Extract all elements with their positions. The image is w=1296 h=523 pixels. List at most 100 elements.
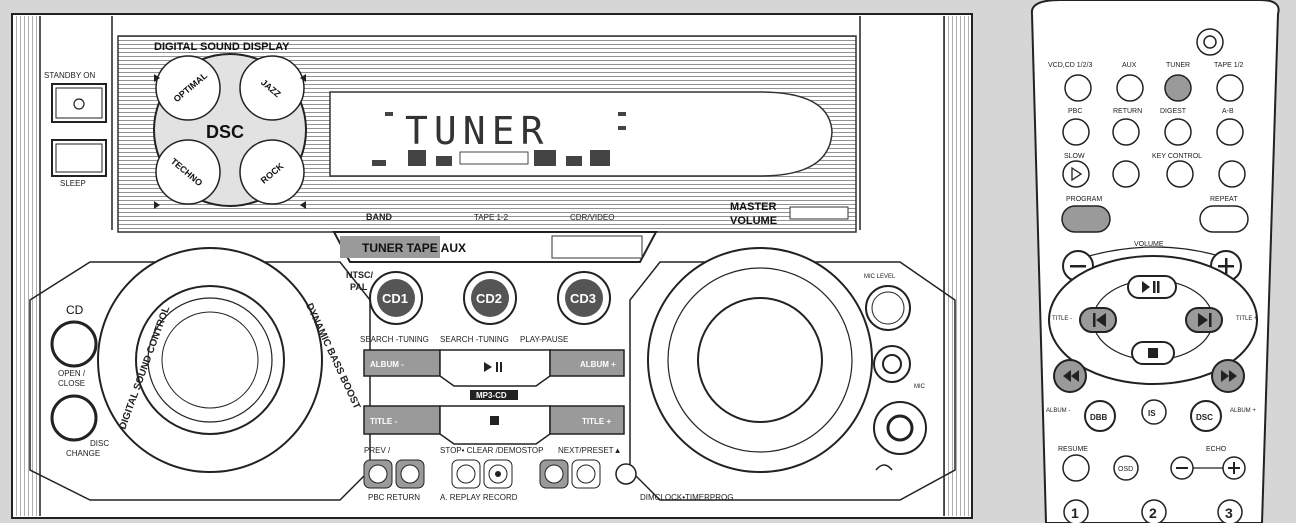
remote-program-button[interactable] xyxy=(1061,205,1111,233)
mic-level-label: MIC LEVEL xyxy=(864,274,896,280)
remote-slow-button[interactable] xyxy=(1062,160,1090,188)
headphone-icon xyxy=(875,464,893,471)
title-plus-label: TITLE + xyxy=(582,417,611,426)
remote-play-pause-button[interactable] xyxy=(1127,275,1177,299)
pbc-button[interactable] xyxy=(363,459,393,489)
cd-label: CD xyxy=(66,303,84,317)
album-plus-button[interactable] xyxy=(549,349,625,377)
remote-digit-3-label: 3 xyxy=(1225,505,1233,521)
plus-icon xyxy=(1218,258,1234,274)
remote-album-minus-label: ALBUM - xyxy=(1046,408,1070,414)
remote-dbb-label: DBB xyxy=(1090,413,1108,422)
remote-row1-label-3: TUNER xyxy=(1166,62,1190,69)
stop-icon xyxy=(490,416,499,425)
remote-aux-button[interactable] xyxy=(1116,74,1144,102)
dsc-techno-button[interactable] xyxy=(155,139,221,205)
replay-record-label: A. REPLAY RECORD xyxy=(440,493,518,502)
remote-row2-label-4: A-B xyxy=(1222,108,1234,115)
dsc-rock-button[interactable] xyxy=(239,139,305,205)
remote-echo-label: ECHO xyxy=(1206,446,1227,453)
remote-is-label: IS xyxy=(1148,409,1156,418)
digital-sound-control-knob[interactable] xyxy=(97,247,323,473)
remote-return-button[interactable] xyxy=(1112,118,1140,146)
play-pause-icon xyxy=(484,362,502,372)
clock-button[interactable] xyxy=(571,459,601,489)
open-close-button[interactable] xyxy=(50,320,98,368)
remote-repeat-button[interactable] xyxy=(1199,205,1249,233)
stop-clear-label: STOP• CLEAR /DEMOSTOP xyxy=(440,446,543,455)
title-plus-button[interactable] xyxy=(549,405,625,435)
remote-power-button[interactable] xyxy=(1196,28,1224,56)
remote-osd-button[interactable] xyxy=(1113,455,1139,481)
remote-digest-button[interactable] xyxy=(1164,118,1192,146)
prog-button[interactable] xyxy=(615,463,637,485)
remote-ab-button[interactable] xyxy=(1216,118,1244,146)
remote-digit-3-button[interactable] xyxy=(1217,499,1243,523)
disc-change-button[interactable] xyxy=(50,394,98,442)
remote-natural-button[interactable] xyxy=(1166,160,1194,188)
mic-label: MIC xyxy=(914,384,926,390)
remote-digit-2-button[interactable] xyxy=(1141,499,1167,523)
remote-pbc-button[interactable] xyxy=(1062,118,1090,146)
remote-title-minus-label: TITLE - xyxy=(1052,316,1072,322)
cd3-label: CD3 xyxy=(570,291,596,306)
remote-row1-label-1: VCD,CD 1/2/3 xyxy=(1048,62,1092,69)
remote-repeat-label: REPEAT xyxy=(1210,196,1238,203)
play-pause-button[interactable] xyxy=(439,349,551,387)
dsc-jazz-button[interactable] xyxy=(239,55,305,121)
dsc-optimal-button[interactable] xyxy=(155,55,221,121)
remote-dbb-button[interactable] xyxy=(1084,400,1116,432)
remote-is-button[interactable] xyxy=(1141,399,1167,425)
remote-sharp-button[interactable] xyxy=(1218,160,1246,188)
dsc-control[interactable]: DSC OPTIMAL JAZZ TECHNO ROCK xyxy=(153,53,307,209)
minus-icon xyxy=(1176,467,1188,469)
power-icon xyxy=(73,98,85,110)
remote-album-plus-label: ALBUM + xyxy=(1230,408,1256,414)
brand-logo xyxy=(789,206,849,220)
prev-icon xyxy=(1093,313,1106,327)
remote-digit-1-button[interactable] xyxy=(1063,499,1089,523)
standby-label: STANDBY ON xyxy=(44,71,95,80)
remote-dsc-label: DSC xyxy=(1196,413,1213,422)
remote-flat-button[interactable] xyxy=(1112,160,1140,188)
remote-resume-label: RESUME xyxy=(1058,446,1088,453)
change-label: CHANGE xyxy=(66,449,100,458)
remote-tuner-button[interactable] xyxy=(1164,74,1192,102)
minus-icon xyxy=(1070,265,1086,268)
remote-control: VCD,CD 1/2/3 AUX TUNER TAPE 1/2 PBC RETU… xyxy=(1030,0,1280,523)
album-plus-label: ALBUM + xyxy=(580,360,616,369)
play-pause-label: PLAY-PAUSE xyxy=(520,335,568,344)
remote-row2-label-2: RETURN xyxy=(1113,108,1142,115)
remote-vcd-cd-button[interactable] xyxy=(1064,74,1092,102)
remote-dsc-button[interactable] xyxy=(1190,400,1222,432)
remote-program-label: PROGRAM xyxy=(1066,196,1102,203)
cd1-button[interactable]: CD1 xyxy=(369,271,423,325)
return-button[interactable] xyxy=(395,459,425,489)
next-icon xyxy=(1198,313,1212,327)
master-label: MASTER xyxy=(730,201,777,213)
sleep-button[interactable] xyxy=(51,139,107,177)
tape-label: TAPE 1-2 xyxy=(474,213,509,222)
cd2-label: CD2 xyxy=(476,291,502,306)
pal-label: PAL xyxy=(350,282,368,292)
forward-icon xyxy=(1221,370,1237,382)
mp3-cd-label: MP3-CD xyxy=(476,391,507,400)
dim-button[interactable] xyxy=(539,459,569,489)
plus-icon xyxy=(1228,462,1240,474)
remote-digit-1-label: 1 xyxy=(1071,505,1079,521)
cd1-label: CD1 xyxy=(382,291,408,306)
master-volume-knob[interactable] xyxy=(647,247,873,473)
cd2-button[interactable]: CD2 xyxy=(463,271,517,325)
close-label: CLOSE xyxy=(58,379,85,388)
rewind-icon xyxy=(1063,370,1079,382)
remote-resume-button[interactable] xyxy=(1062,454,1090,482)
next-label: NEXT/PRESET▲ xyxy=(558,446,621,455)
replay-button[interactable] xyxy=(451,459,481,489)
cd3-button[interactable]: CD3 xyxy=(557,271,611,325)
standby-button[interactable] xyxy=(51,83,107,123)
remote-tape-button[interactable] xyxy=(1216,74,1244,102)
record-button[interactable] xyxy=(483,459,513,489)
pbc-return-label: PBC RETURN xyxy=(368,493,420,502)
prev-label: PREV / xyxy=(364,446,391,455)
power-icon xyxy=(1203,35,1217,49)
